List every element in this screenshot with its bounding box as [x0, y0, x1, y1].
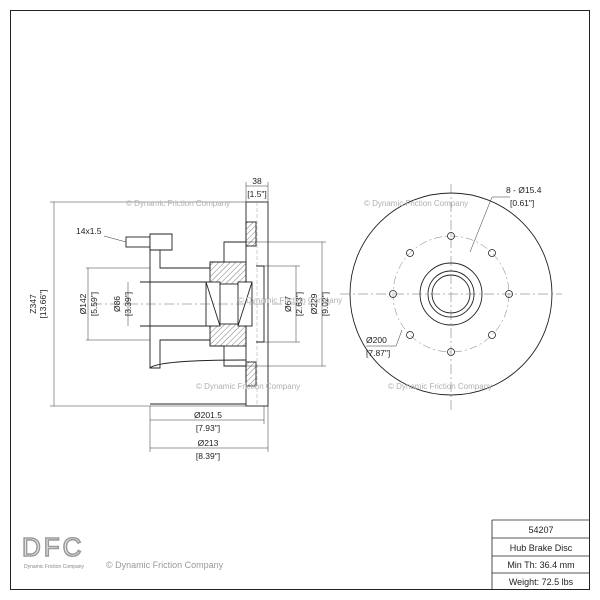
dim-d229: Ø229 [309, 293, 319, 314]
watermark: © Dynamic Friction Company [388, 382, 492, 391]
dim-thickness: 38 [252, 176, 262, 186]
dim-bolt-circle-in: [7.87"] [366, 348, 390, 358]
dim-d201-in: [7.93"] [196, 423, 220, 433]
watermark: © Dynamic Friction Company [238, 296, 342, 305]
front-dimension-lines [366, 196, 510, 347]
dim-d86: Ø86 [112, 296, 122, 312]
dfc-logo: DFC Dynamic Friction Company [21, 531, 85, 570]
min-thickness: Min Th: 36.4 mm [507, 560, 574, 570]
section-dimension-lines [50, 182, 326, 452]
dim-bolt-circle: Ø200 [366, 335, 387, 345]
dim-d201: Ø201.5 [194, 410, 222, 420]
part-description: Hub Brake Disc [510, 543, 573, 553]
dim-height: Z347 [28, 294, 38, 314]
front-view [340, 184, 562, 412]
dim-d142: Ø142 [78, 293, 88, 314]
dim-bolt-holes: 8 - Ø15.4 [506, 185, 542, 195]
part-number: 54207 [528, 525, 553, 535]
dim-stud-thread: 14x1.5 [76, 226, 102, 236]
part-weight: Weight: 72.5 lbs [509, 577, 574, 587]
dim-height-in: [13.66"] [38, 289, 48, 318]
drawing-frame [10, 10, 590, 590]
watermark: © Dynamic Friction Company [364, 199, 468, 208]
watermark: © Dynamic Friction Company [196, 382, 300, 391]
dim-bolt-holes-in: [0.61"] [510, 198, 534, 208]
footer-copyright: © Dynamic Friction Company [106, 560, 224, 570]
dim-d67-in: [2.63"] [294, 292, 304, 316]
dim-d213-in: [8.39"] [196, 451, 220, 461]
dim-d213: Ø213 [198, 438, 219, 448]
section-view [92, 201, 330, 407]
title-block [491, 519, 590, 590]
dim-d142-in: [5.59"] [89, 292, 99, 316]
dim-d229-in: [9.02"] [320, 292, 330, 316]
dim-d86-in: [3.39"] [123, 292, 133, 316]
logo-text: DFC [22, 532, 84, 562]
dim-thickness-in: [1.5"] [247, 189, 267, 199]
logo-subtext: Dynamic Friction Company [24, 564, 85, 570]
dim-d67: Ø67 [283, 296, 293, 312]
watermark: © Dynamic Friction Company [126, 199, 230, 208]
